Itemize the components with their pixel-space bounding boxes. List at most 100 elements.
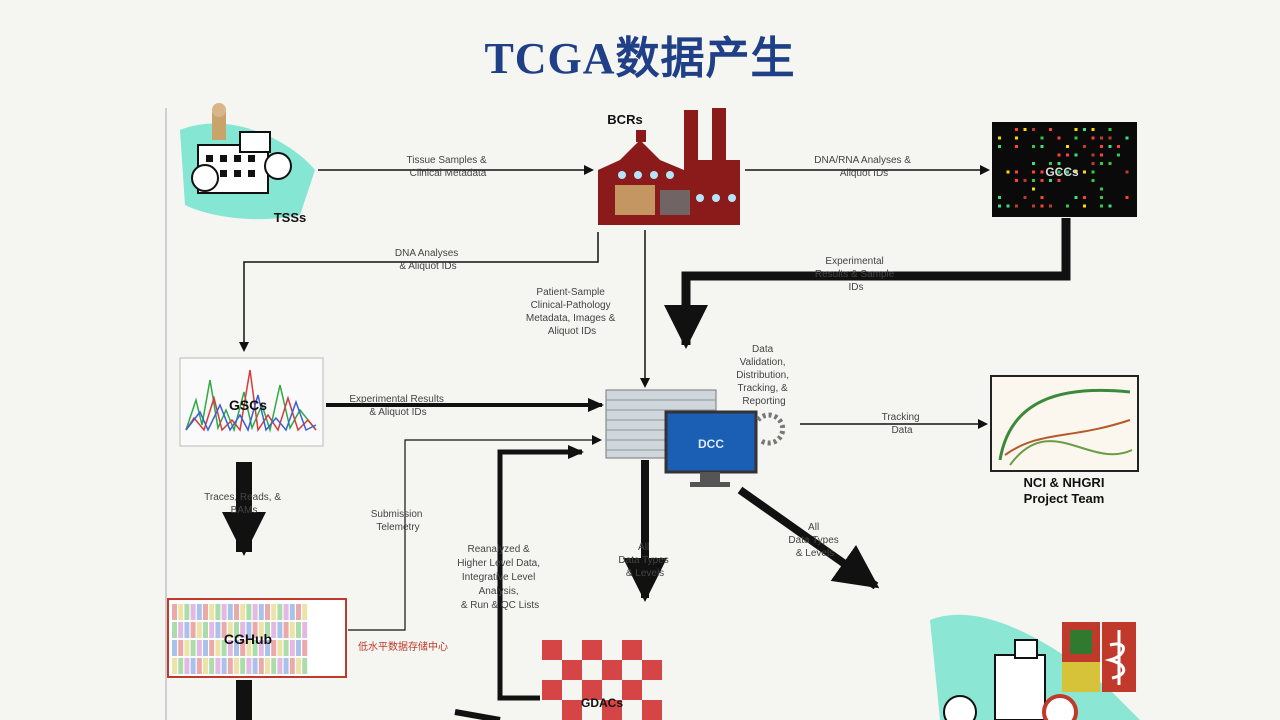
edge-label-gdac-dcc: Reanalyzed & Higher Level Data, Integrat… bbox=[457, 544, 543, 611]
gcc-spot bbox=[1015, 136, 1018, 140]
clinic-node bbox=[930, 614, 1140, 720]
gcc-spot bbox=[1032, 204, 1035, 208]
gcc-spot bbox=[1032, 170, 1035, 174]
gdac-tile bbox=[582, 640, 602, 660]
gcc-spot bbox=[1032, 179, 1035, 182]
cghub-stripe bbox=[271, 622, 277, 638]
gcc-node: GCCs bbox=[992, 122, 1137, 217]
cghub-stripe bbox=[178, 658, 184, 674]
gdac-tile bbox=[542, 680, 562, 700]
cghub-stripe bbox=[227, 604, 233, 620]
arrow-cghub-dcc bbox=[348, 435, 602, 631]
cghub-stripe bbox=[246, 658, 252, 674]
gdac-tile bbox=[602, 660, 622, 680]
nci-label-line1: NCI & NHGRI bbox=[1024, 475, 1105, 490]
gcc-spot bbox=[1023, 128, 1027, 131]
cghub-stripe bbox=[277, 640, 283, 656]
edge-label-gsc-cghub: Traces, Reads, & BAMs bbox=[204, 492, 284, 516]
cghub-stripe bbox=[190, 658, 196, 674]
dcc-label: DCC bbox=[698, 437, 724, 451]
gcc-spot bbox=[1100, 187, 1103, 191]
gcc-spot bbox=[1074, 136, 1078, 140]
cghub-stripe bbox=[227, 622, 233, 638]
cghub-stripe bbox=[246, 604, 252, 620]
cghub-stripe bbox=[265, 640, 270, 656]
gcc-spot bbox=[1023, 196, 1027, 199]
gcc-spot bbox=[1091, 153, 1095, 157]
gcc-spot bbox=[1125, 136, 1129, 140]
cghub-stripe bbox=[289, 640, 295, 656]
cghub-stripe bbox=[221, 604, 227, 620]
edge-label-bcr-gsc: DNA Analyses & Aliquot IDs bbox=[395, 248, 461, 272]
gcc-spot bbox=[1066, 204, 1069, 208]
cghub-stripe bbox=[252, 658, 258, 674]
cghub-stripe bbox=[172, 622, 177, 638]
cghub-stripe bbox=[246, 640, 252, 656]
page-title: TCGA数据产生 bbox=[484, 34, 796, 83]
cghub-stripe bbox=[221, 622, 227, 638]
cghub-stripe bbox=[302, 622, 308, 638]
cghub-stripe bbox=[277, 622, 283, 638]
gcc-spot bbox=[1032, 128, 1035, 131]
arrow-bcr-gsc bbox=[239, 232, 599, 352]
gcc-spot bbox=[1100, 145, 1103, 148]
gsc-label: GSCs bbox=[229, 397, 267, 413]
cghub-stripe bbox=[271, 640, 277, 656]
cghub-stripe bbox=[172, 640, 177, 656]
cghub-stripe bbox=[234, 604, 239, 620]
gcc-spot bbox=[1057, 136, 1061, 140]
cghub-stripe bbox=[215, 604, 221, 620]
gcc-spot bbox=[1057, 170, 1061, 174]
cghub-stripe bbox=[190, 622, 196, 638]
gcc-spot bbox=[998, 204, 1001, 208]
cghub-stripe bbox=[215, 658, 221, 674]
cghub-stripe bbox=[227, 640, 233, 656]
gcc-spot bbox=[1083, 170, 1086, 174]
gcc-spot bbox=[1015, 204, 1018, 208]
gdac-label: GDACs bbox=[581, 696, 623, 710]
gcc-spot bbox=[1091, 136, 1095, 140]
cghub-stripe bbox=[209, 604, 215, 620]
gcc-spot bbox=[1100, 136, 1103, 140]
cghub-stripe bbox=[289, 658, 295, 674]
cghub-stripe bbox=[265, 622, 270, 638]
cghub-stripe bbox=[302, 604, 308, 620]
dcc-node: DCC bbox=[605, 389, 786, 487]
gcc-spot bbox=[1040, 170, 1044, 174]
cghub-stripe bbox=[196, 604, 202, 620]
gcc-spot bbox=[1117, 153, 1120, 157]
cghub-stripe bbox=[172, 604, 177, 620]
gcc-spot bbox=[1049, 179, 1052, 182]
edge-label-dcc-nci: Tracking Data bbox=[882, 412, 923, 436]
cghub-stripe bbox=[196, 658, 202, 674]
cghub-stripe bbox=[258, 622, 264, 638]
gcc-spot bbox=[1066, 145, 1069, 148]
cghub-stripe bbox=[178, 604, 184, 620]
arrow-gcc-dcc bbox=[664, 218, 1071, 349]
cghub-stripe bbox=[190, 640, 196, 656]
gcc-spot bbox=[1083, 128, 1086, 131]
gcc-spot bbox=[1083, 196, 1086, 199]
gcc-spot bbox=[998, 196, 1001, 199]
gcc-spot bbox=[1108, 145, 1112, 148]
gdac-tile bbox=[562, 660, 582, 680]
edge-label-bcr-dcc: Patient-Sample Clinical-Pathology Metada… bbox=[526, 287, 618, 337]
cghub-stripe bbox=[184, 604, 190, 620]
cghub-stripe bbox=[209, 640, 215, 656]
cghub-stripe bbox=[203, 622, 208, 638]
gcc-spot bbox=[1032, 145, 1035, 148]
gcc-spot bbox=[1100, 204, 1103, 208]
edge-label-gcc-dcc: Experimental Results & Sample IDs bbox=[815, 256, 897, 293]
gcc-spot bbox=[1015, 179, 1018, 182]
edge-label-tss-bcr: Tissue Samples & Clinical Metadata bbox=[407, 155, 490, 179]
gcc-spot bbox=[1091, 170, 1095, 174]
cghub-stripe bbox=[296, 604, 301, 620]
nci-label-line2: Project Team bbox=[1024, 491, 1105, 506]
cghub-stripe bbox=[283, 658, 289, 674]
gcc-spot bbox=[998, 136, 1001, 140]
cghub-stripe bbox=[178, 640, 184, 656]
gcc-spot bbox=[1100, 196, 1103, 199]
cghub-stripe bbox=[240, 604, 246, 620]
gcc-spot bbox=[1108, 204, 1112, 208]
